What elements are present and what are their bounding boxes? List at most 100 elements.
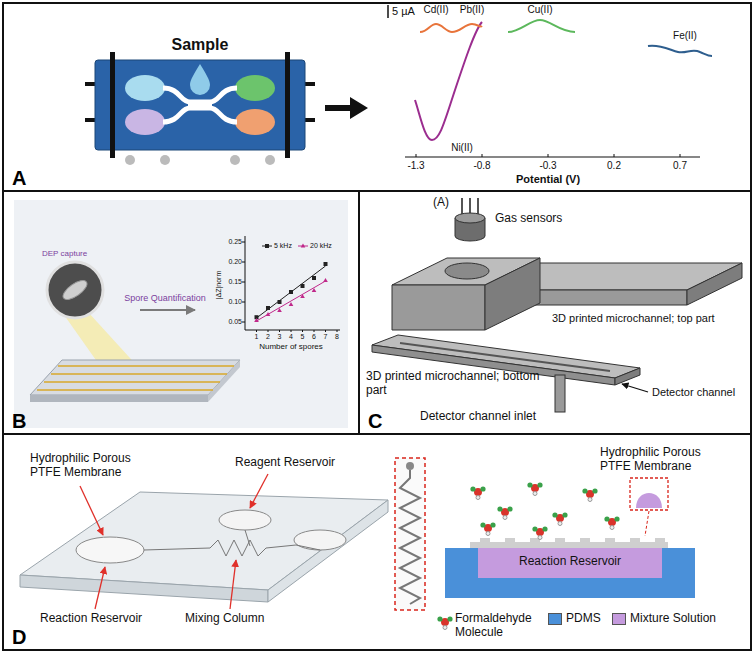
microchannel-top-part bbox=[392, 285, 485, 330]
annotation: DEP capture bbox=[42, 249, 87, 258]
microfluidic-chip bbox=[125, 75, 165, 101]
microchannel-top-part bbox=[445, 263, 489, 279]
impedance-chart bbox=[242, 236, 340, 332]
mixing-column-inset bbox=[406, 462, 414, 470]
leader-line bbox=[80, 486, 103, 535]
formaldehyde-molecule bbox=[582, 488, 597, 501]
cross-section bbox=[580, 538, 590, 542]
pdms-chip-photo bbox=[268, 500, 388, 602]
tick-label: -1.3 bbox=[407, 160, 424, 172]
axis-title: |ΔZ|norm bbox=[215, 271, 223, 300]
gas-sensor bbox=[455, 198, 485, 241]
mixing-column-inset bbox=[395, 458, 425, 610]
tick-label: 0.2 bbox=[607, 160, 621, 172]
sensor-chip bbox=[58, 365, 234, 367]
part-label: Detector channel bbox=[652, 386, 735, 399]
leader-line bbox=[230, 560, 236, 609]
tick-label: 0.05 bbox=[228, 318, 242, 326]
impedance-chart bbox=[289, 290, 293, 294]
annotation: Spore Quantification bbox=[124, 293, 206, 303]
tick-label: 3 bbox=[278, 333, 282, 341]
pointer-arrow bbox=[622, 384, 648, 392]
formaldehyde-molecule bbox=[604, 516, 619, 529]
pdms-chip-photo bbox=[144, 540, 296, 556]
voltammogram bbox=[648, 46, 712, 56]
cross-section bbox=[445, 548, 695, 598]
microchannel-bottom-part bbox=[372, 335, 640, 412]
membrane-inset bbox=[630, 478, 668, 536]
part-label: Mixing Column bbox=[185, 612, 264, 626]
microfluidic-chip bbox=[230, 155, 240, 165]
part-label: Reaction Reservoir bbox=[40, 612, 142, 626]
part-label: Reaction Reservoir bbox=[519, 555, 621, 569]
tick-label: 6 bbox=[312, 333, 316, 341]
sensor-chip bbox=[30, 312, 240, 402]
impedance-chart bbox=[242, 282, 245, 283]
formaldehyde-molecule bbox=[437, 482, 619, 629]
microchannel-top-part bbox=[392, 258, 742, 330]
leader-line bbox=[250, 474, 268, 508]
microchannel-bottom-part bbox=[555, 375, 565, 412]
peak-label: Cd(II) bbox=[424, 4, 449, 16]
voltammogram bbox=[388, 5, 712, 157]
microchannel-top-part bbox=[687, 263, 742, 305]
tick-label: 1 bbox=[255, 333, 259, 341]
impedance-chart bbox=[301, 244, 306, 248]
impedance-chart bbox=[325, 330, 326, 332]
tick-label: 5 bbox=[301, 333, 305, 341]
membrane-inset bbox=[645, 511, 649, 536]
impedance-chart bbox=[337, 330, 338, 332]
tick-label: 7 bbox=[324, 333, 328, 341]
axis-title: Number of spores bbox=[259, 342, 323, 351]
voltammogram bbox=[482, 154, 483, 157]
microfluidic-chip bbox=[125, 155, 135, 165]
axis-title: Potential (V) bbox=[516, 173, 580, 186]
legend-label: 5 kHz bbox=[274, 242, 292, 250]
tick-label: -0.3 bbox=[539, 160, 556, 172]
voltammogram bbox=[548, 154, 549, 157]
microfluidic-chip bbox=[235, 109, 275, 135]
cross-section bbox=[605, 538, 615, 542]
pointer-arrow bbox=[622, 384, 648, 392]
part-label: Gas sensors bbox=[495, 212, 562, 226]
part-label: Detector channel inlet bbox=[420, 410, 536, 424]
voltammogram bbox=[387, 5, 389, 18]
cross-section bbox=[480, 538, 490, 542]
panel-letter: D bbox=[12, 626, 26, 648]
impedance-chart bbox=[314, 330, 315, 332]
part-label: 3D printed microchannel; bottom part bbox=[366, 370, 541, 398]
impedance-chart bbox=[254, 278, 328, 322]
tick-label: 8 bbox=[335, 333, 339, 341]
figure-panel: A bbox=[2, 2, 752, 192]
process-arrow bbox=[325, 97, 368, 119]
impedance-chart bbox=[242, 242, 245, 243]
peak-label: Cu(II) bbox=[528, 4, 553, 16]
microchannel-top-part bbox=[485, 258, 540, 330]
impedance-chart bbox=[323, 278, 328, 282]
tick-label: 0.25 bbox=[228, 238, 242, 246]
quantification-arrow bbox=[140, 310, 195, 311]
mixing-column-inset bbox=[395, 458, 425, 610]
microchannel-bottom-part bbox=[372, 345, 615, 385]
cross-section bbox=[630, 538, 640, 542]
process-arrow bbox=[325, 97, 368, 119]
microfluidic-chip bbox=[265, 155, 275, 165]
part-label: Hydrophilic Porous PTFE Membrane bbox=[30, 452, 150, 480]
impedance-chart bbox=[242, 302, 245, 303]
peak-label: Fe(II) bbox=[673, 30, 697, 42]
legend-swatch bbox=[612, 613, 626, 625]
pdms-chip-photo bbox=[245, 530, 320, 550]
impedance-chart bbox=[301, 284, 305, 288]
impedance-chart bbox=[242, 322, 245, 323]
tick-label: 2 bbox=[266, 333, 270, 341]
legend-label: 20 kHz bbox=[310, 242, 332, 250]
cross-section bbox=[478, 548, 662, 578]
microchannel-bottom-part bbox=[615, 368, 640, 385]
legend-label: PDMS bbox=[566, 612, 601, 626]
membrane-inset bbox=[630, 478, 668, 510]
pdms-chip-photo bbox=[20, 492, 388, 590]
impedance-chart bbox=[268, 330, 269, 332]
sensor-chip bbox=[37, 389, 213, 391]
voltammogram bbox=[614, 154, 615, 157]
sensor-chip bbox=[30, 395, 208, 402]
